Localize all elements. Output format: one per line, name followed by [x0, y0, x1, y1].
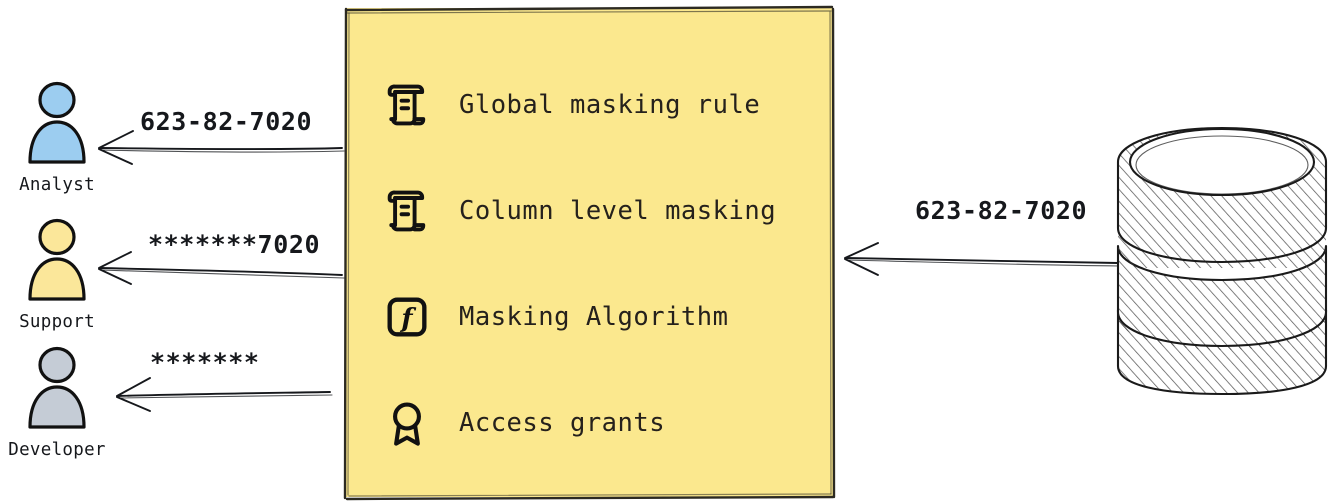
scroll-icon [381, 185, 433, 237]
arrow-to-support [98, 251, 345, 285]
arrow-database-to-panel [844, 242, 1121, 276]
masking-policy-panel [345, 8, 833, 497]
actor-support[interactable]: Support [2, 215, 112, 332]
database-cylinder-icon[interactable] [1108, 118, 1336, 400]
actor-label: Analyst [19, 175, 95, 195]
actor-analyst[interactable]: Analyst [2, 78, 112, 195]
svg-text:f: f [399, 304, 416, 334]
policy-item-label: Global masking rule [459, 90, 761, 120]
database-segment-top [1116, 126, 1328, 268]
person-icon [17, 343, 97, 439]
person-icon [17, 78, 97, 174]
policy-item-label: Masking Algorithm [459, 302, 729, 332]
flow-label-developer: ******* [150, 348, 260, 377]
award-ribbon-icon [381, 397, 433, 449]
actor-label: Support [19, 312, 95, 332]
arrow-to-analyst [98, 130, 345, 165]
policy-item-masking-algorithm[interactable]: f Masking Algorithm [381, 264, 833, 370]
policy-item-label: Access grants [459, 408, 666, 438]
flow-label-database: 623-82-7020 [915, 196, 1088, 225]
scroll-icon [381, 79, 433, 131]
arrow-to-developer [116, 377, 333, 412]
function-box-icon: f [381, 291, 433, 343]
policy-item-global-masking-rule[interactable]: Global masking rule [381, 52, 833, 158]
person-icon [17, 215, 97, 311]
flow-label-analyst: 623-82-7020 [140, 107, 313, 136]
actor-label: Developer [8, 440, 106, 460]
policy-item-column-level-masking[interactable]: Column level masking [381, 158, 833, 264]
policy-item-access-grants[interactable]: Access grants [381, 370, 833, 476]
masking-policy-list: Global masking rule Colum [345, 8, 833, 497]
actor-developer[interactable]: Developer [2, 343, 112, 460]
flow-label-support: *******7020 [148, 230, 321, 259]
policy-item-label: Column level masking [459, 196, 777, 226]
